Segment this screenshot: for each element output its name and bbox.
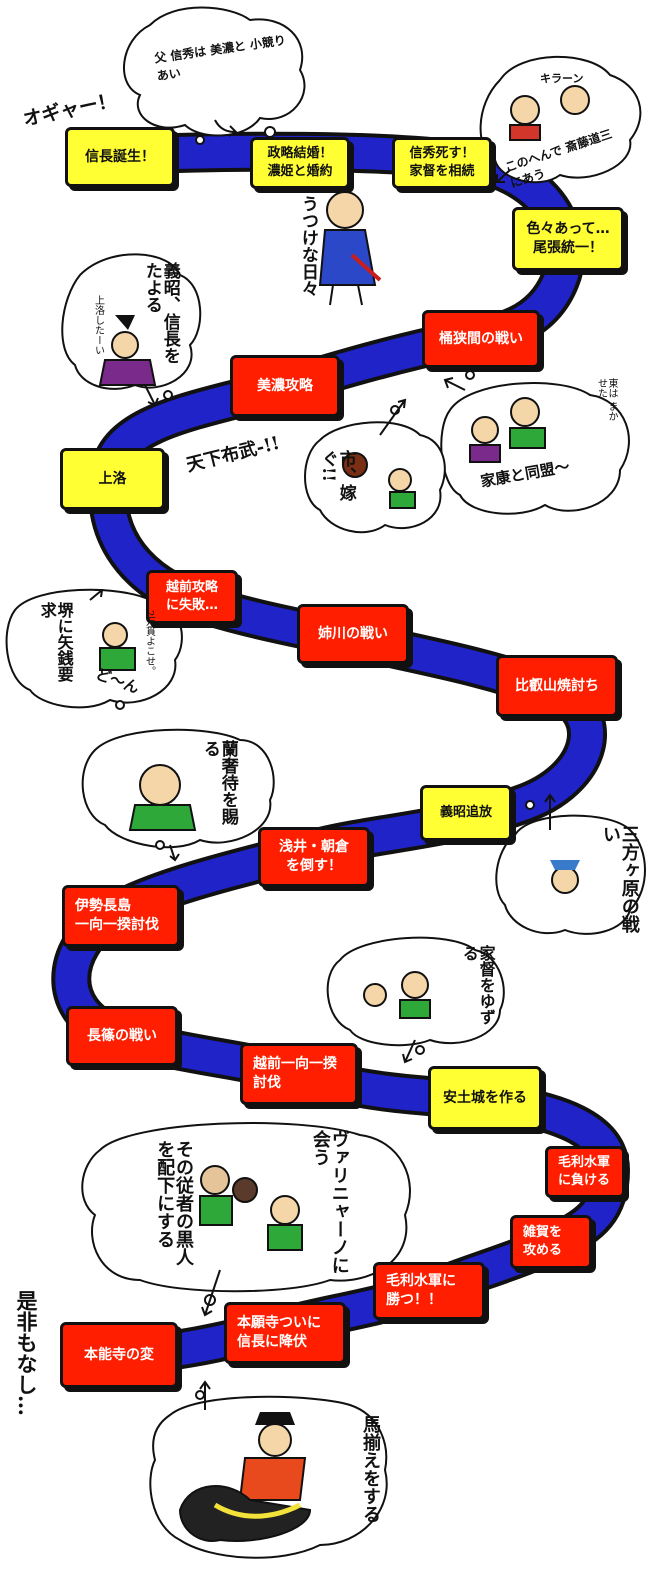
valignano-figure (199, 1165, 303, 1251)
arrow-valignano (201, 1269, 221, 1317)
note-mikatagahara: 三方ヶ原の戦い (599, 825, 640, 933)
arrow-dosan (496, 169, 511, 183)
note-utsuke: うつけな日々 (297, 195, 318, 297)
note-kato: 家督をゆずる (459, 945, 496, 1025)
thought-bubble-sakai (5, 588, 183, 709)
note-ranjatai: 蘭奢待を賜る (199, 740, 238, 825)
ranjatai-nobunaga-figure (128, 764, 197, 831)
event-hieizan: 比叡山焼討ち (496, 655, 618, 717)
note-kokujin: その従者の黒人を配下にする (154, 1140, 194, 1266)
note-ichi: 市、嫁ぐ!! (317, 450, 356, 501)
event-nobuhide-death: 信秀死す！ 家督を相続 (392, 137, 492, 189)
dosan-figure (509, 85, 590, 141)
arrow-yoshiaki (144, 384, 159, 407)
event-echizen-failure: 越前攻略 に失敗… (146, 570, 238, 624)
thought-bubble-father (123, 6, 306, 137)
note-sakai: 堺に矢銭要求 (37, 602, 74, 682)
note-valignano: ヴァリニャーノに会う (309, 1130, 350, 1274)
event-anegawa: 姉川の戦い (297, 604, 409, 664)
arrow-ichi (379, 398, 407, 436)
sakai-nobunaga-figure (99, 622, 136, 671)
umazoroe-figure (178, 1412, 312, 1542)
shingen-figure (550, 860, 580, 894)
arrow-kato (402, 1039, 416, 1064)
event-echizen-ikko: 越前一向一揆 討伐 (240, 1043, 358, 1105)
arrow-ieyasu (443, 377, 466, 391)
note-yoshiaki: 義昭、信長をたよる (141, 262, 180, 364)
event-political-marriage: 政略結婚！ 濃姫と婚約 (250, 137, 350, 189)
note-yoshiaki-small: 上洛したーい (92, 295, 104, 355)
event-mouri-defeat: 毛利水軍 に負ける (545, 1146, 625, 1198)
event-mino-capture: 美濃攻略 (230, 355, 340, 417)
event-nobunaga-birth: 信長誕生！ (65, 127, 175, 187)
event-ise-nagashima: 伊勢長島 一向一揆討伐 (62, 885, 180, 947)
arrow-umazoroe (199, 1380, 211, 1410)
yoshiaki-figure (98, 315, 157, 386)
event-okehazama: 桶狭間の戦い (422, 310, 540, 368)
event-jouraku: 上洛 (60, 448, 165, 510)
arrow-father (214, 119, 238, 137)
ichi-figure (342, 452, 416, 509)
note-zehi: 是非もなし… (14, 1290, 40, 1416)
event-honnoji: 本能寺の変 (60, 1322, 178, 1388)
event-honganji: 本願寺ついに 信長に降伏 (224, 1302, 346, 1364)
event-mouri-victory: 毛利水軍に 勝つ！！ (373, 1262, 485, 1320)
note-umazoroe: 馬揃えをする (360, 1415, 381, 1523)
event-saika: 雑賀を 攻める (510, 1215, 592, 1269)
note-sakai-small: 2万貫よこせ。 (143, 610, 155, 677)
event-asai-asakura: 浅井・朝倉 を倒す！ (258, 827, 370, 887)
arrow-ranjatai (169, 844, 180, 862)
event-owari-unification: 色々あって… 尾張統一！ (512, 207, 624, 271)
nobutada-figure (363, 971, 431, 1019)
arrow-sakai (89, 589, 104, 601)
event-nagashino: 長篠の戦い (66, 1006, 178, 1066)
event-azuchi-castle: 安土城を作る (428, 1066, 542, 1130)
young-nobunaga-figure (318, 191, 382, 306)
thought-bubble-valignano (81, 1122, 411, 1293)
arrow-mikatagahara (544, 793, 556, 830)
note-higashi: 東は まかせた (595, 378, 618, 422)
event-yoshiaki-exile: 義昭追放 (420, 785, 512, 841)
ieyasu-figure (469, 397, 546, 463)
note-kiran: キラーン (540, 72, 584, 85)
